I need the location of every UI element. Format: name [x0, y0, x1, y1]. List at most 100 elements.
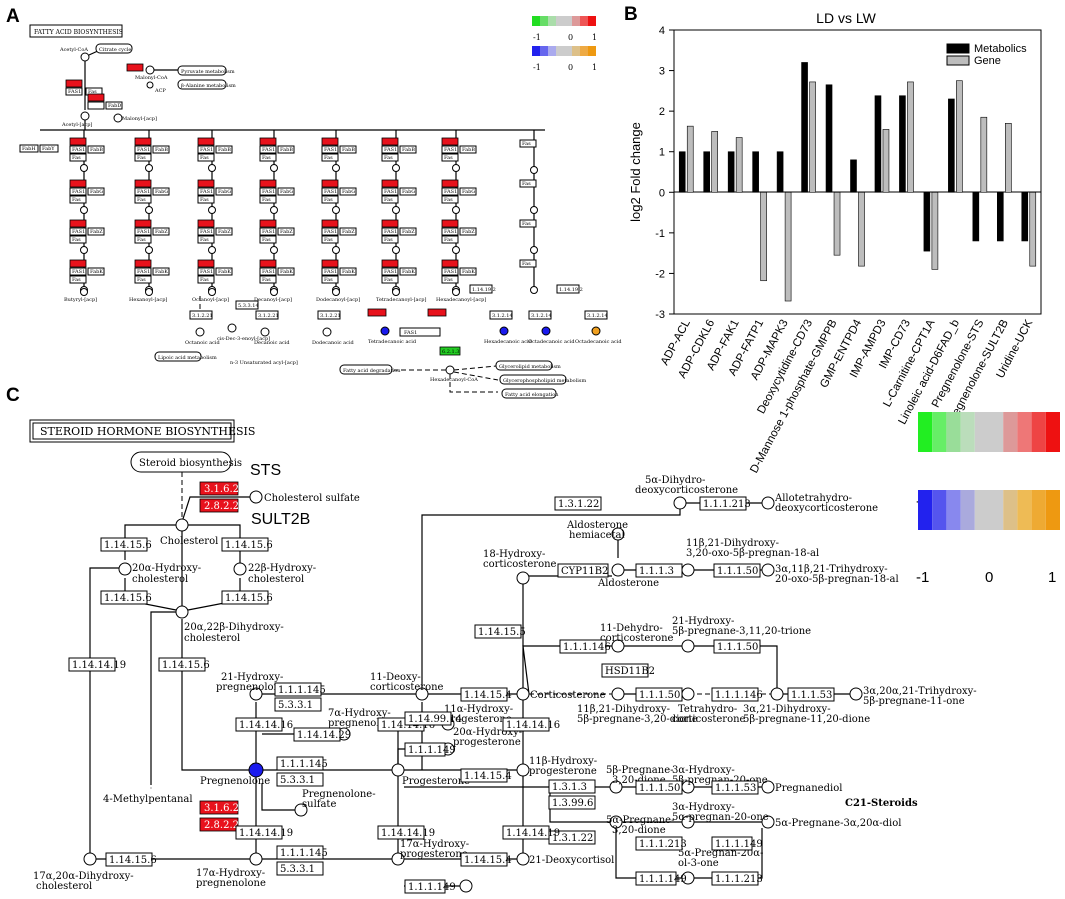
col-3-fasn-3[interactable]	[260, 260, 276, 267]
col-3-intermediate-1[interactable]	[271, 207, 278, 214]
col-1-intermediate-1[interactable]	[146, 207, 153, 214]
col-4-fasn-0[interactable]	[322, 138, 338, 145]
col-4-intermediate-1[interactable]	[333, 207, 340, 214]
dione-node[interactable]	[612, 688, 624, 700]
fasn-enzyme-mid[interactable]	[88, 94, 104, 101]
col-3-fasn-2[interactable]	[260, 220, 276, 227]
dihydroxy-cholesterol-node[interactable]	[176, 606, 188, 618]
col-0-intermediate-2[interactable]	[81, 247, 88, 254]
col-1-fasn-2[interactable]	[135, 220, 151, 227]
col-5-fasn-0[interactable]	[382, 138, 398, 145]
trihydroxy-oic-node[interactable]	[762, 564, 774, 576]
col-2-intermediate-2[interactable]	[209, 247, 216, 254]
oh20-cholesterol-node[interactable]	[119, 563, 131, 575]
hexadecanoyl-coa-node[interactable]	[446, 366, 454, 374]
dihydroxy-chol17-node[interactable]	[84, 853, 96, 865]
col-0-fasn-3[interactable]	[70, 260, 86, 267]
col-octadec-intermediate-0[interactable]	[531, 167, 538, 174]
col-3-intermediate-2[interactable]	[271, 247, 278, 254]
col-6-intermediate-2[interactable]	[453, 247, 460, 254]
col-4-fasn-3[interactable]	[322, 260, 338, 267]
corticosterone-node[interactable]	[517, 688, 529, 700]
acetyl-acp-node[interactable]	[81, 112, 89, 120]
col-5-intermediate-1[interactable]	[393, 207, 400, 214]
col-6-fasn-1[interactable]	[442, 180, 458, 187]
cholesterol-sulfate-node[interactable]	[250, 491, 262, 503]
col-5-fasn-2[interactable]	[382, 220, 398, 227]
oh18-corticosterone-node[interactable]	[517, 572, 529, 584]
col-5-product[interactable]	[393, 289, 400, 296]
hexadecenoic-node[interactable]	[500, 327, 508, 335]
oh17-prog-product-node[interactable]	[460, 880, 472, 892]
col-1-fasn-0[interactable]	[135, 138, 151, 145]
malonyl-acp-node[interactable]	[114, 114, 122, 122]
trihydroxy-11-node[interactable]	[850, 688, 862, 700]
col-5-intermediate-2[interactable]	[393, 247, 400, 254]
col-3-product[interactable]	[271, 289, 278, 296]
col-1-intermediate-0[interactable]	[146, 165, 153, 172]
trione-node[interactable]	[682, 640, 694, 652]
col-2-product[interactable]	[209, 289, 216, 296]
col-4-intermediate-2[interactable]	[333, 247, 340, 254]
dodecanoic-node[interactable]	[323, 328, 331, 336]
col-0-intermediate-1[interactable]	[81, 207, 88, 214]
col-octadec-intermediate-1[interactable]	[531, 207, 538, 214]
col-2-fasn-1[interactable]	[198, 180, 214, 187]
cholesterol-node[interactable]	[176, 519, 188, 531]
col-1-fasn-3[interactable]	[135, 260, 151, 267]
deoxycortisol-node[interactable]	[517, 853, 529, 865]
oh17-pregnenolone-node[interactable]	[250, 853, 262, 865]
tetradecanoic-node[interactable]	[381, 327, 389, 335]
col-2-fasn-3[interactable]	[198, 260, 214, 267]
aldosterone-node[interactable]	[612, 564, 624, 576]
col-1-intermediate-2[interactable]	[146, 247, 153, 254]
cis-dec-node[interactable]	[228, 324, 236, 332]
col-4-product[interactable]	[333, 289, 340, 296]
acetyl-coa-node[interactable]	[81, 53, 89, 61]
col-2-fasn-0[interactable]	[198, 138, 214, 145]
col-6-intermediate-0[interactable]	[453, 165, 460, 172]
col-4-fasn-1[interactable]	[322, 180, 338, 187]
col-0-product[interactable]	[81, 289, 88, 296]
octadecanoic-acid-node[interactable]	[592, 327, 600, 335]
col-5-fasn-1[interactable]	[382, 180, 398, 187]
col-octadec-intermediate-2[interactable]	[531, 247, 538, 254]
decanoic-node[interactable]	[261, 328, 269, 336]
col-2-intermediate-1[interactable]	[209, 207, 216, 214]
fasn-thio-1[interactable]	[368, 309, 386, 316]
acp-node[interactable]	[147, 82, 153, 88]
col-6-fasn-3[interactable]	[442, 260, 458, 267]
col-6-product[interactable]	[453, 289, 460, 296]
malonyl-coa-node[interactable]	[146, 66, 154, 74]
dihydroxy-1120-node[interactable]	[771, 688, 783, 700]
col-3-fasn-0[interactable]	[260, 138, 276, 145]
progesterone-node[interactable]	[392, 764, 404, 776]
allotetrahydro-node[interactable]	[762, 497, 774, 509]
tetrahydrocorticosterone-node[interactable]	[682, 688, 694, 700]
col-5-fasn-3[interactable]	[382, 260, 398, 267]
col-0-fasn-2[interactable]	[70, 220, 86, 227]
col-0-fasn-0[interactable]	[70, 138, 86, 145]
fasn-thio-2[interactable]	[428, 309, 446, 316]
octadecenoic-node[interactable]	[542, 327, 550, 335]
col-2-fasn-2[interactable]	[198, 220, 214, 227]
col-3-intermediate-0[interactable]	[271, 165, 278, 172]
dihydrodeoxy-node[interactable]	[674, 497, 686, 509]
col-6-fasn-0[interactable]	[442, 138, 458, 145]
col-6-fasn-2[interactable]	[442, 220, 458, 227]
col-3-fasn-1[interactable]	[260, 180, 276, 187]
col-6-intermediate-1[interactable]	[453, 207, 460, 214]
fasn-enzyme-top[interactable]	[66, 80, 82, 87]
col-1-product[interactable]	[146, 289, 153, 296]
col-2-intermediate-0[interactable]	[209, 165, 216, 172]
oh22-cholesterol-node[interactable]	[234, 563, 246, 575]
col-1-fasn-1[interactable]	[135, 180, 151, 187]
pregnenolone-node[interactable]	[249, 763, 263, 777]
col-0-intermediate-0[interactable]	[81, 165, 88, 172]
trihydroxy-al-node[interactable]	[682, 564, 694, 576]
col-5-intermediate-0[interactable]	[393, 165, 400, 172]
octanoic-node[interactable]	[196, 328, 204, 336]
acc-enzyme[interactable]	[127, 64, 143, 71]
oh11b-progesterone-node[interactable]	[517, 764, 529, 776]
col-octadec-intermediate-3[interactable]	[531, 287, 538, 294]
